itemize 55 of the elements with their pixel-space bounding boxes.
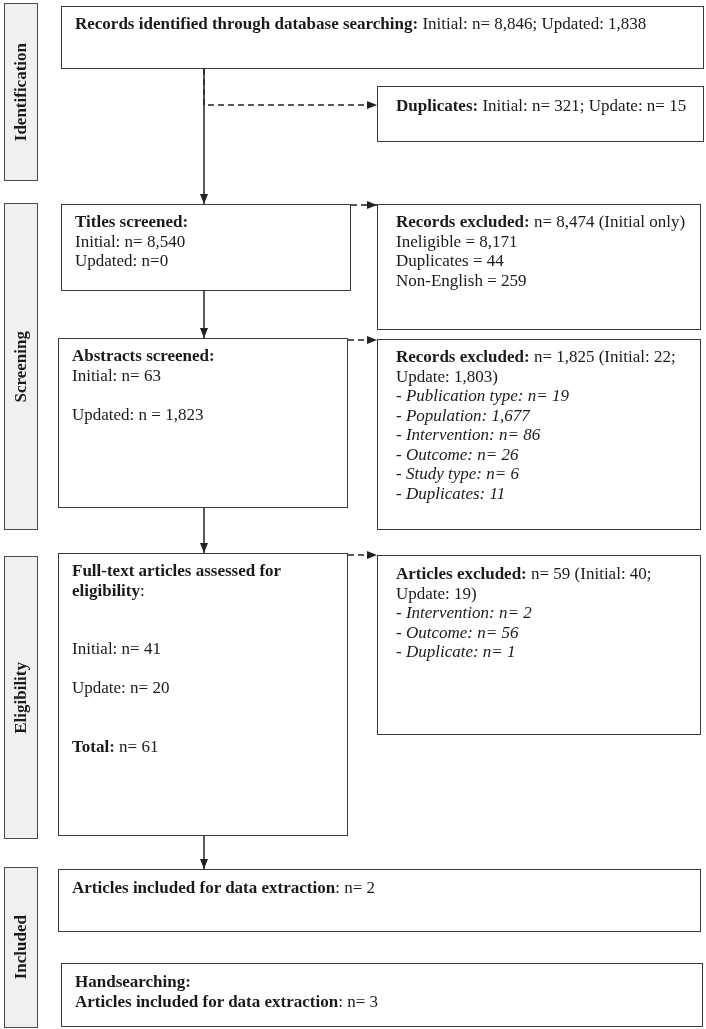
list-item: - Duplicate: n= 1 [396, 642, 517, 662]
process-box [61, 6, 704, 69]
box-text: Updated: n=0 [75, 251, 170, 271]
stage-label: Identification [11, 42, 31, 142]
box-heading: Titles screened: [75, 212, 190, 232]
stage-band [4, 867, 38, 1028]
box-text: Initial: n= 8,540 [75, 231, 187, 251]
box-text: Records identified through database searching: Initial: n= 8,846; Updated: 1,838 [75, 14, 648, 34]
box-text: Duplicates: Initial: n= 321; Update: n= 15 [396, 96, 688, 116]
box-text: Articles included for data extraction: n= 3 [75, 991, 379, 1011]
list-item: - Intervention: n= 2 [396, 603, 533, 623]
stage-label: Eligibility [11, 661, 31, 734]
box-text: Updated: n = 1,823 [72, 404, 205, 424]
flow-arrow [200, 507, 208, 554]
dashed-arrow [347, 551, 378, 559]
dashed-arrow [347, 336, 378, 344]
stage-label: Screening [11, 330, 31, 403]
box-text: Articles included for data extraction: n= 2 [72, 878, 376, 898]
process-box [61, 963, 703, 1027]
stage-label: Included [11, 915, 31, 980]
exclusion-box [377, 555, 701, 735]
exclusion-box [377, 86, 704, 142]
process-box [58, 338, 348, 508]
list-item: - Publication type: n= 19 [396, 386, 570, 406]
box-text: Duplicates = 44 [396, 251, 505, 271]
box-text: Records excluded: n= 1,825 (Initial: 22; Update: 1,803) [396, 347, 677, 386]
process-box [58, 869, 701, 932]
box-heading: Handsearching: [75, 972, 192, 992]
exclusion-box [377, 339, 701, 530]
list-item: - Population: 1,677 [396, 405, 532, 425]
box-text: Non-English = 259 [396, 270, 528, 290]
dashed-arrow [350, 201, 378, 209]
box-text: Initial: n= 63 [72, 365, 162, 385]
box-text: Total: n= 61 [72, 736, 160, 756]
flow-arrow [200, 290, 208, 339]
process-box [58, 553, 348, 836]
flow-arrow [200, 835, 208, 870]
box-text: Records excluded: n= 8,474 (Initial only) [396, 212, 687, 232]
stage-band [4, 203, 38, 530]
process-box [61, 204, 351, 291]
box-heading: Abstracts screened: [72, 346, 216, 366]
box-text: Full-text articles assessed for eligibility: [72, 561, 282, 600]
dashed-arrow [203, 68, 378, 109]
stage-band [4, 3, 38, 181]
box-text: Articles excluded: n= 59 (Initial: 40; Update: 19) [396, 564, 653, 603]
box-text: Ineligible = 8,171 [396, 231, 519, 251]
list-item: - Outcome: n= 26 [396, 444, 520, 464]
list-item: - Intervention: n= 86 [396, 425, 542, 445]
list-item: - Duplicates: 11 [396, 483, 507, 503]
stage-band [4, 556, 38, 839]
box-text: Update: n= 20 [72, 678, 171, 698]
list-item: - Outcome: n= 56 [396, 622, 520, 642]
box-text: Initial: n= 41 [72, 639, 162, 659]
list-item: - Study type: n= 6 [396, 464, 520, 484]
exclusion-box [377, 204, 701, 330]
